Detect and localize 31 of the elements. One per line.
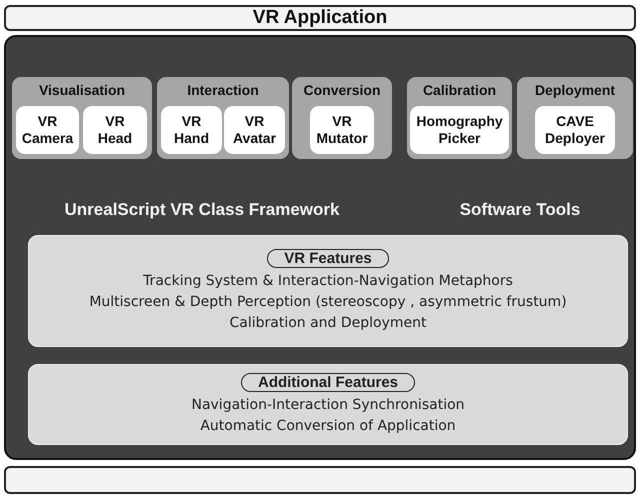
module-heading: Calibration (422, 82, 498, 98)
section-heading: Additional Features (240, 372, 416, 392)
module-panel (292, 77, 392, 159)
class-box: VR Avatar (224, 106, 285, 154)
module-heading: Deployment (534, 82, 616, 98)
application-layer-band: VR Application (4, 5, 636, 31)
class-box: VR Mutator (310, 106, 374, 154)
framework-panel (4, 35, 636, 460)
module-panel (517, 77, 633, 159)
layer-caption: UnrealScript VR Class Framework (64, 200, 340, 220)
module-panel (407, 77, 512, 159)
module-panel (12, 77, 152, 159)
class-box: VR Head (83, 106, 147, 154)
feature-text: Tracking System & Interaction-Navigation Metaphors (143, 272, 513, 290)
section-heading: VR Features (267, 248, 389, 268)
feature-text: Multiscreen & Depth Perception (stereoscopy , asymmetric frustum) (89, 292, 567, 312)
feature-text: Automatic Conversion of Application (200, 416, 456, 436)
class-box: VR Hand (161, 106, 222, 154)
module-heading: Interaction (186, 82, 260, 98)
tool-box: Homography Picker (410, 106, 509, 154)
module-heading: Conversion (302, 82, 382, 98)
layer-caption: Software Tools (458, 200, 582, 220)
module-heading: Visualisation (38, 82, 126, 98)
feature-text: Calibration and Deployment (229, 314, 427, 332)
feature-text: Navigation-Interaction Synchronisation (191, 396, 465, 414)
engine-layer-band (4, 466, 636, 494)
class-box: VR Camera (16, 106, 79, 154)
module-panel (157, 77, 289, 159)
features-panel (28, 364, 628, 445)
features-panel (28, 235, 628, 347)
tool-box: CAVE Deployer (535, 106, 615, 154)
